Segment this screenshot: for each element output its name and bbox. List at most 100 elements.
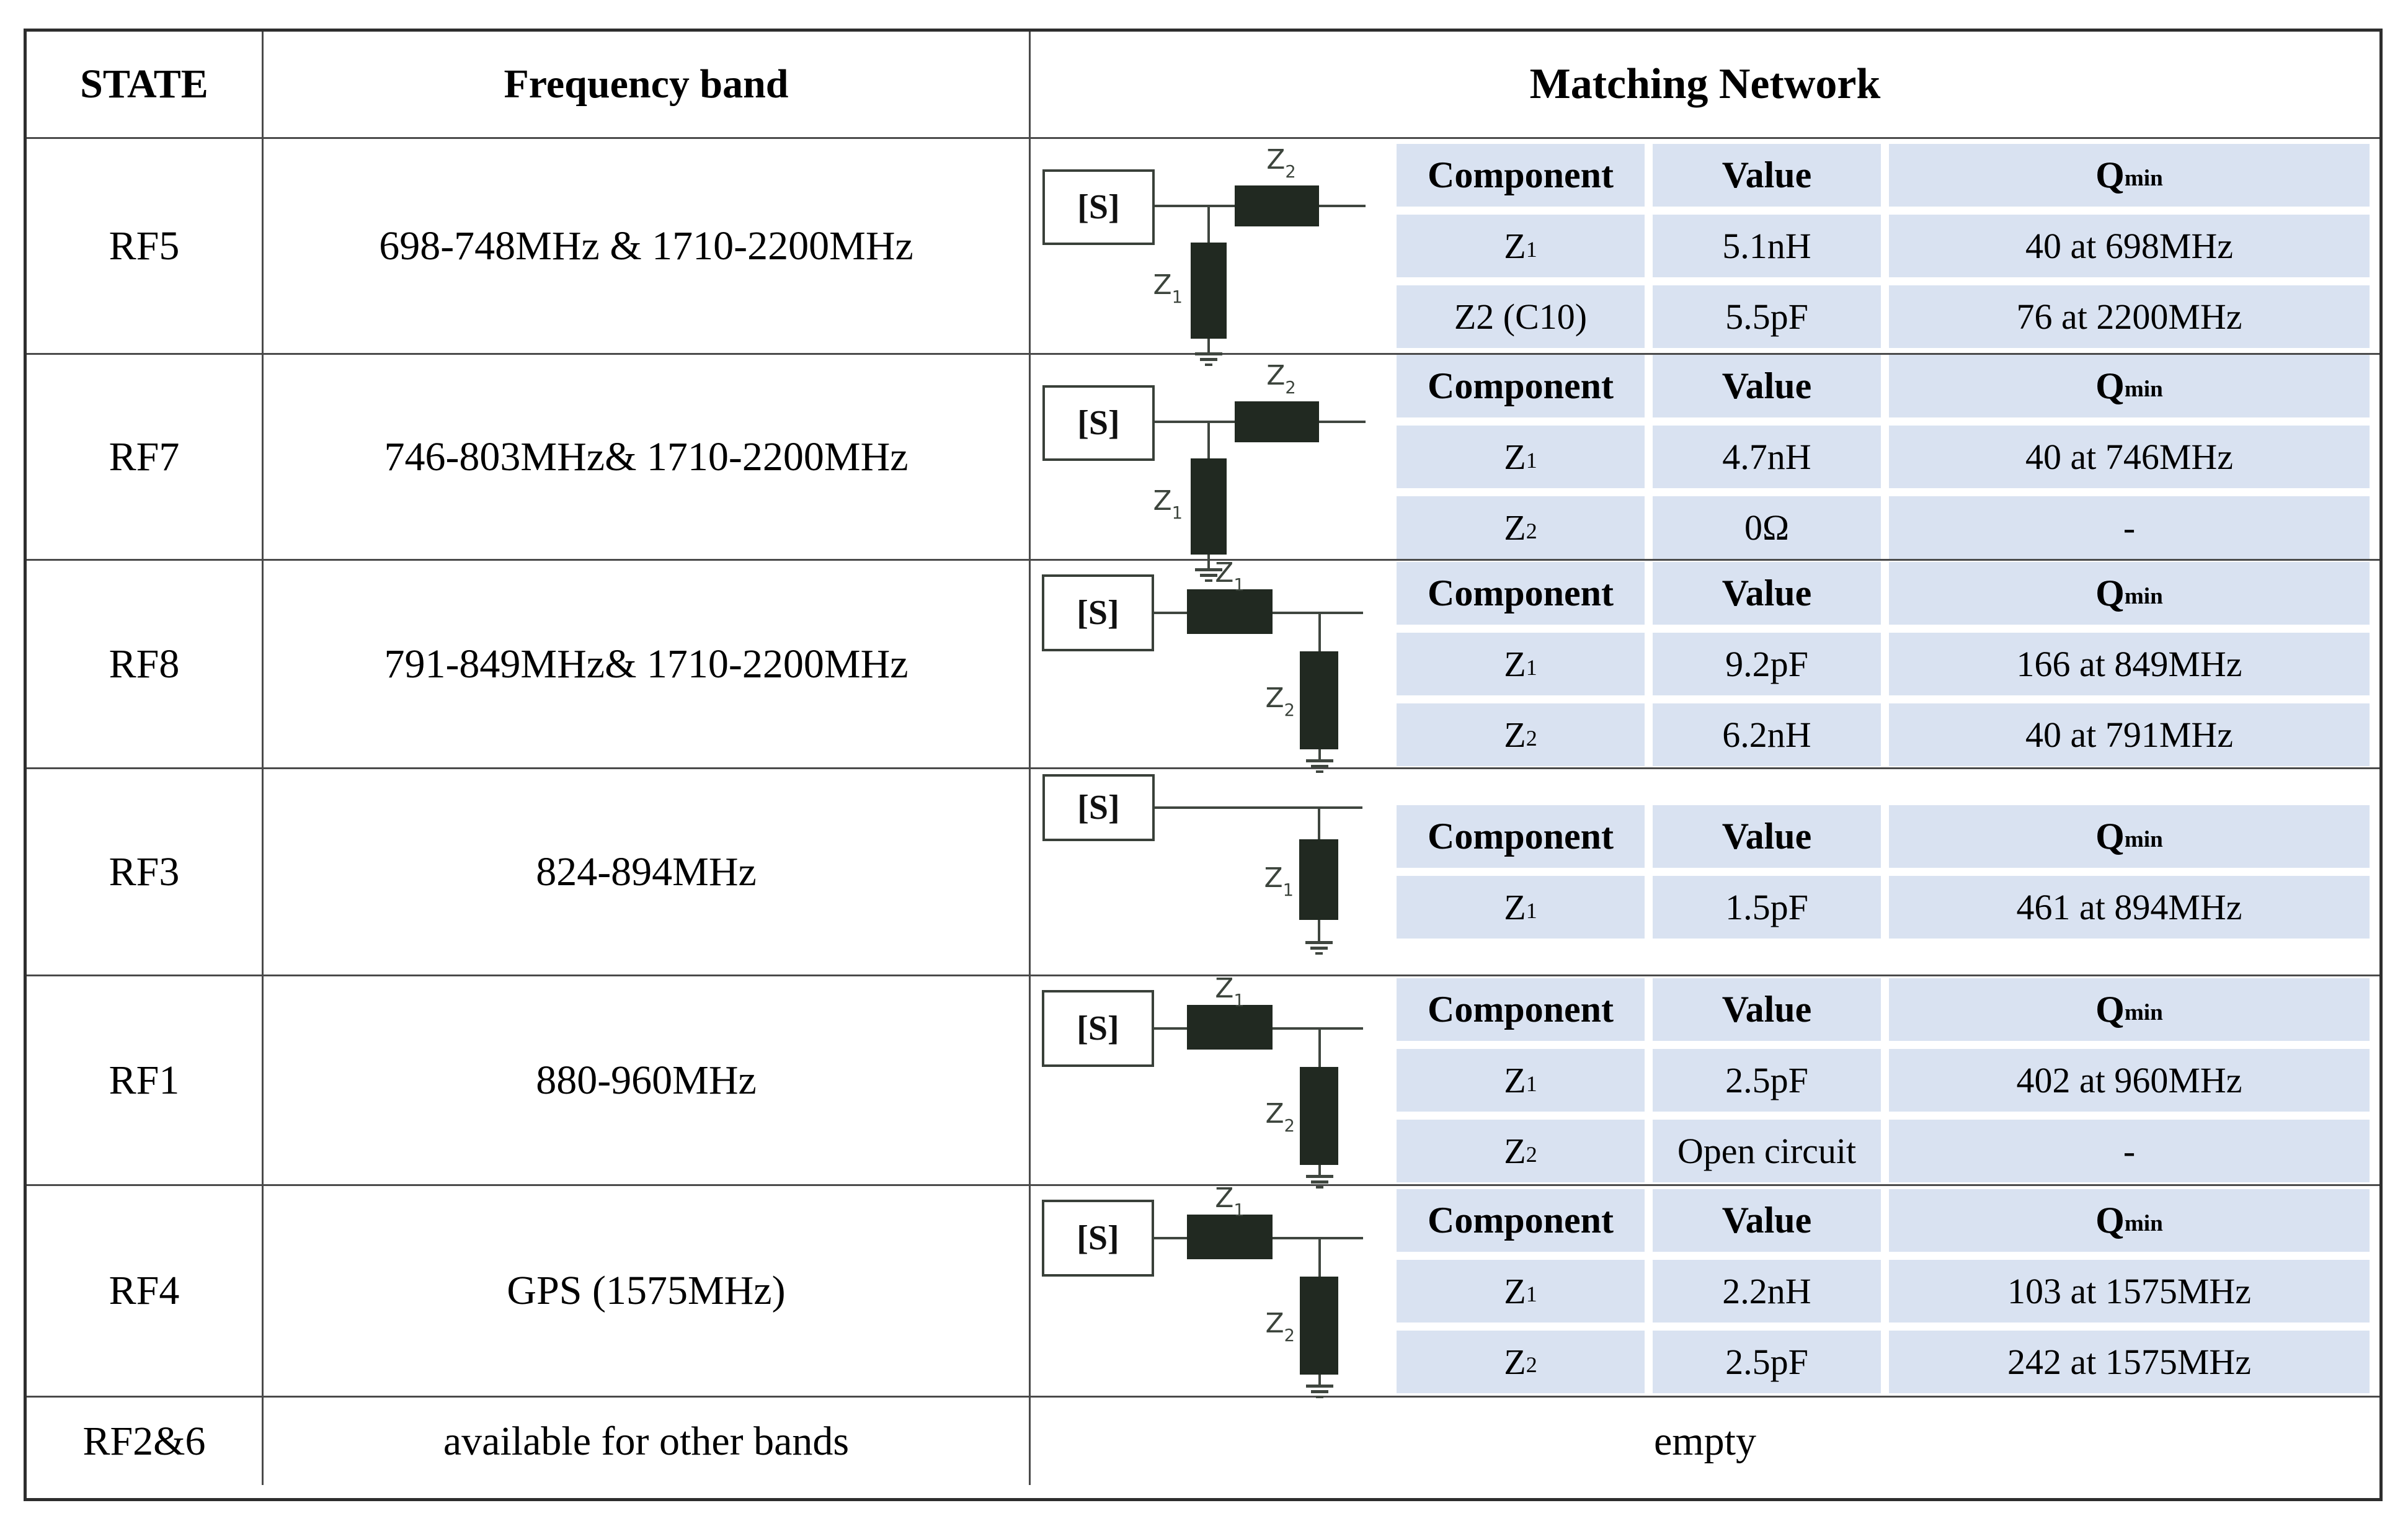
wire <box>1318 1375 1321 1385</box>
ground-icon <box>1306 1175 1333 1190</box>
s-box-label: [S] <box>1077 404 1120 442</box>
component-header: Component <box>1397 355 1645 417</box>
series-component <box>1187 1005 1273 1050</box>
column-header-matching-network: Matching Network <box>1529 60 1881 108</box>
value-header: Value <box>1653 805 1881 868</box>
series-component <box>1235 401 1319 442</box>
wire <box>1207 423 1210 458</box>
wire <box>1318 613 1321 651</box>
wire <box>1207 207 1210 243</box>
series-component-label: Z1 <box>1215 1182 1245 1220</box>
table-row: RF7 746-803MHz& 1710-2200MHz [S] Z2 Z1 C… <box>27 353 2379 582</box>
state-cell: RF4 <box>27 1186 264 1396</box>
s-parameter-box: [S] <box>1042 1200 1154 1277</box>
table-row: RF8 791-849MHz& 1710-2200MHz [S] Z1 Z2 C… <box>27 557 2379 773</box>
shunt-component <box>1191 243 1227 339</box>
component-value: 4.7nH <box>1653 426 1881 488</box>
component-value: Open circuit <box>1653 1120 1881 1182</box>
shunt-component-label: Z2 <box>1265 682 1295 720</box>
component-value: 5.5pF <box>1653 285 1881 348</box>
component-value: 1.5pF <box>1653 876 1881 939</box>
wire <box>1318 1028 1321 1067</box>
matching-circuit-diagram: [S] Z1 Z2 <box>1031 1182 1398 1399</box>
series-component-label: Z1 <box>1215 973 1245 1010</box>
shunt-component-label: Z1 <box>1264 862 1294 900</box>
table-row: RF5 698-748MHz & 1710-2200MHz [S] Z2 Z1 … <box>27 137 2379 366</box>
ground-icon <box>1305 941 1333 956</box>
wire <box>1207 339 1210 352</box>
shunt-component-label: Z2 <box>1265 1308 1295 1345</box>
component-header: Component <box>1397 144 1645 207</box>
component-qmin: - <box>1889 1120 2370 1182</box>
table-header-row: STATE Frequency band Matching Network <box>27 32 2379 137</box>
state-cell: RF1 <box>27 976 264 1184</box>
state-cell: RF7 <box>27 355 264 559</box>
ground-icon <box>1195 568 1222 583</box>
value-header: Value <box>1653 355 1881 417</box>
state-cell: RF2&6 <box>27 1398 264 1485</box>
s-parameter-box: [S] <box>1042 774 1155 841</box>
table-row: RF2&6 available for other bands empty <box>27 1396 2379 1485</box>
component-qmin: 76 at 2200MHz <box>1889 285 2370 348</box>
shunt-component-label: Z1 <box>1153 485 1183 523</box>
series-component-label: Z1 <box>1215 557 1245 595</box>
series-component-label: Z2 <box>1266 360 1296 398</box>
wire <box>1318 1165 1321 1175</box>
matching-network-table: STATE Frequency band Matching Network RF… <box>24 29 2383 1501</box>
series-component <box>1187 1215 1273 1259</box>
shunt-component-label: Z1 <box>1153 269 1183 307</box>
state-cell: RF3 <box>27 769 264 975</box>
ground-icon <box>1306 1385 1333 1399</box>
shunt-component <box>1299 839 1338 920</box>
s-box-label: [S] <box>1077 1009 1119 1048</box>
component-header: Component <box>1397 978 1645 1041</box>
value-header: Value <box>1653 562 1881 625</box>
ground-icon <box>1306 759 1333 774</box>
component-header: Component <box>1397 805 1645 868</box>
frequency-band-cell: 791-849MHz& 1710-2200MHz <box>264 561 1031 767</box>
value-header: Value <box>1653 144 1881 207</box>
shunt-component <box>1191 458 1227 555</box>
component-header: Component <box>1397 562 1645 625</box>
component-name: Z2 (C10) <box>1397 285 1645 348</box>
series-component <box>1187 589 1273 634</box>
component-value: 5.1nH <box>1653 215 1881 277</box>
component-value: 6.2nH <box>1653 703 1881 766</box>
shunt-component <box>1300 1067 1338 1165</box>
component-value: 9.2pF <box>1653 633 1881 695</box>
frequency-band-cell: 824-894MHz <box>264 769 1031 975</box>
component-qmin: 242 at 1575MHz <box>1889 1330 2370 1393</box>
frequency-band-cell: 880-960MHz <box>264 976 1031 1184</box>
shunt-component <box>1300 1277 1338 1375</box>
component-value: 0Ω <box>1653 496 1881 559</box>
wire <box>1318 749 1321 759</box>
shunt-component-label: Z2 <box>1265 1098 1295 1136</box>
s-parameter-box: [S] <box>1042 169 1155 245</box>
component-value: 2.2nH <box>1653 1259 1881 1323</box>
